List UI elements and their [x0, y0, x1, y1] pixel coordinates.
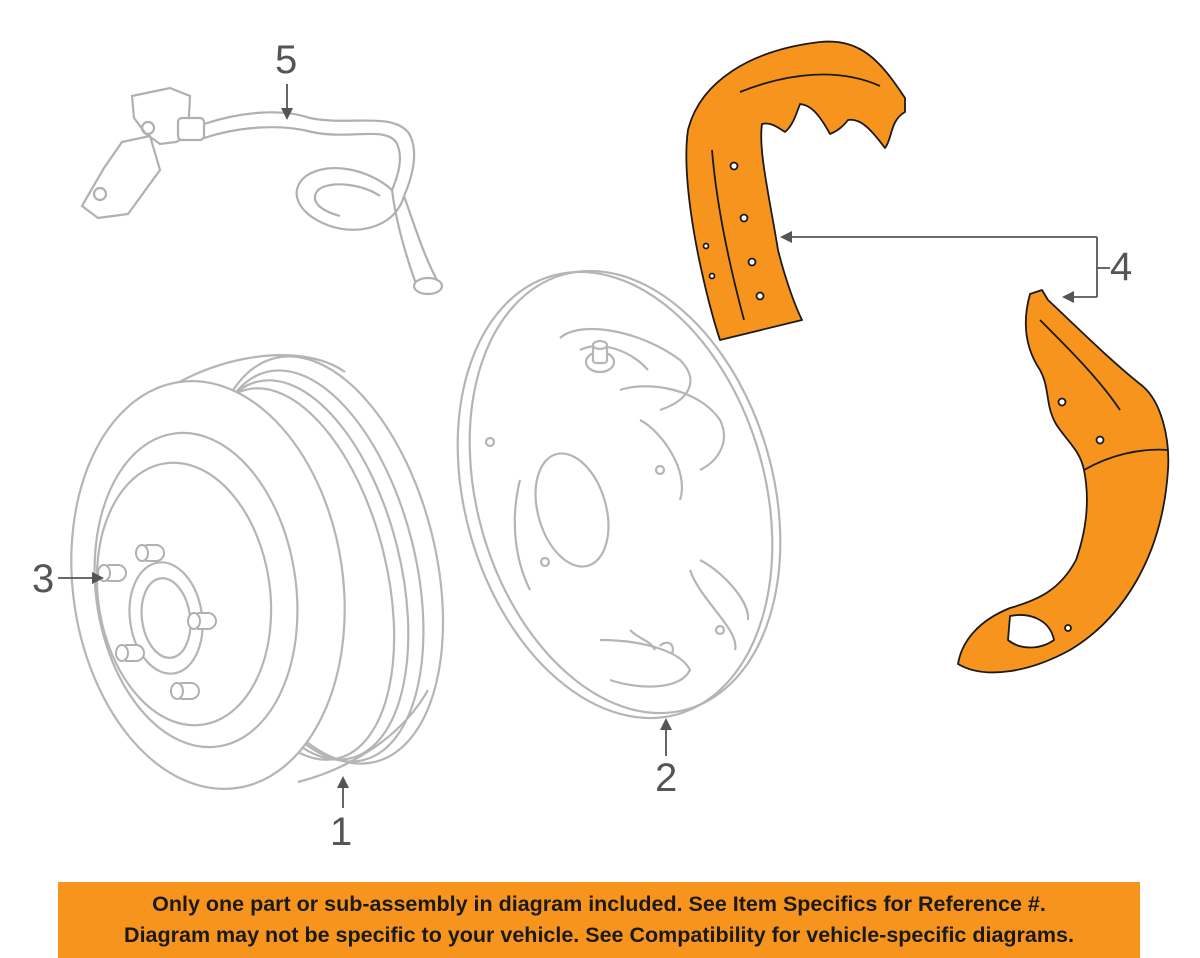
callout-5: 5: [275, 38, 298, 82]
callout-2: 2: [655, 756, 678, 800]
disclaimer-line-1: Only one part or sub-assembly in diagram…: [152, 892, 1046, 916]
callout-4: 4: [1110, 245, 1133, 289]
brake-drum-part: [70, 354, 445, 790]
brake-exploded-diagram: [58, 40, 1170, 808]
wheel-stud-parts: [97, 544, 217, 700]
disclaimer-banner: Only one part or sub-assembly in diagram…: [58, 882, 1140, 958]
callout-3: 3: [32, 557, 55, 601]
leader-arrowheads: [92, 108, 1074, 788]
brake-hose-part: [80, 86, 444, 296]
brake-shoe-lower: [957, 289, 1170, 674]
callout-1: 1: [330, 810, 353, 854]
brake-shoe-upper: [685, 40, 906, 341]
disclaimer-line-2: Diagram may not be specific to your vehi…: [124, 923, 1074, 947]
backing-plate-part: [456, 269, 782, 720]
